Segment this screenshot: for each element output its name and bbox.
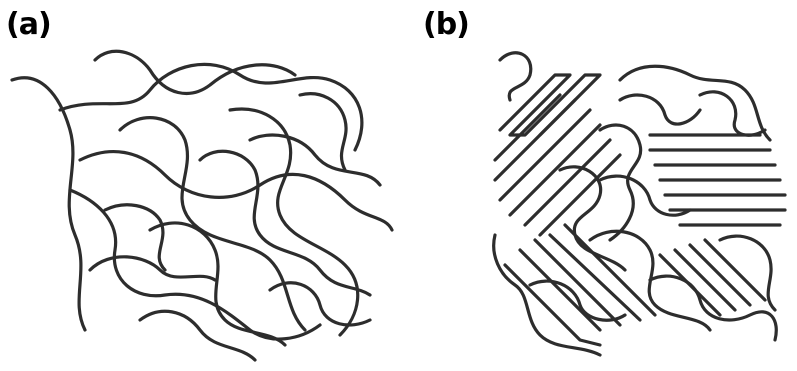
chain-a-1 — [12, 78, 85, 330]
panel-a-amorphous-chains — [12, 51, 392, 360]
amorphous-b-5 — [620, 95, 700, 124]
panel-b-semicrystalline-chains — [494, 53, 785, 355]
chain-a-5 — [70, 190, 320, 339]
lamella-b-5 — [505, 265, 600, 345]
chain-a-7 — [230, 109, 358, 335]
lamella-b-7 — [665, 195, 785, 225]
chain-a-2 — [60, 64, 362, 150]
amorphous-b-1 — [500, 53, 531, 100]
lamella-b-6 — [650, 135, 780, 180]
chain-a-10 — [90, 257, 215, 280]
chain-a-6 — [120, 118, 305, 330]
amorphous-b-2 — [620, 66, 770, 140]
chain-a-3 — [95, 51, 295, 93]
chain-a-13 — [300, 94, 346, 170]
amorphous-b-9 — [720, 236, 775, 310]
amorphous-b-6 — [700, 92, 765, 135]
chain-a-4 — [80, 152, 392, 230]
